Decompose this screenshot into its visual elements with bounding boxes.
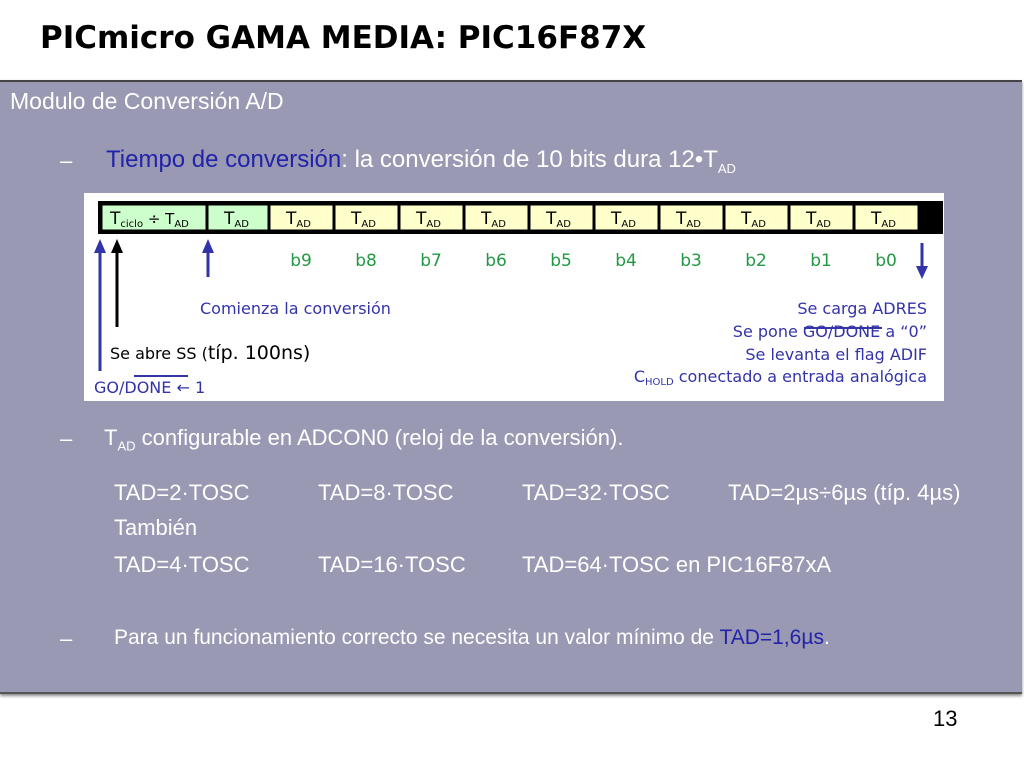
cell-tad-yellow [594,204,659,231]
tad-value: TAD=4·TOSC [114,552,250,577]
cell-tad-label: TAD [285,209,311,230]
chold-label: CHOLD conectado a entrada analógica [634,367,927,388]
bit-label: b8 [355,251,377,271]
cell-tad-yellow [334,204,399,231]
tad-value: TAD=64·TOSC en PIC16F87xA [522,552,832,577]
godone-arrowhead [94,239,106,253]
bit-label: b7 [420,251,442,271]
cell-tad-label: TAD [805,209,831,230]
tad-value: TAD=32·TOSC [522,480,670,505]
timing-svg: Tciclo ÷ TAD TAD TAD TAD TAD TAD TAD TAD TAD TA… [94,201,943,397]
end-arrowhead [916,266,928,279]
cell-tad-label: TAD [610,209,636,230]
ss-arrowhead [111,239,123,253]
cell-tad-label: TAD [415,209,441,230]
se-carga-label: Se carga ADRES [797,299,927,318]
cell-tad-yellow [659,204,724,231]
tad-value: TAD=16·TOSC [318,552,466,577]
cell-tad-label: TAD [223,209,249,230]
godone-label: GO/DONE ← 1 [94,378,205,397]
bit-label: b9 [290,251,312,271]
cell-tciclo-label: Tciclo ÷ TAD [109,209,189,230]
cell-tad-yellow [854,204,919,231]
cell-tad-yellow [789,204,854,231]
se-pone-label: Se pone GO/DONE a “0” [733,322,927,341]
cell-tad-yellow [399,204,464,231]
bullet-sub: AD [717,160,736,176]
cell-tad-label: TAD [675,209,701,230]
se-levanta-label: Se levanta el flag ADIF [745,345,927,364]
conversion-timing-diagram: Tciclo ÷ TAD TAD TAD TAD TAD TAD TAD TAD TAD TA… [84,193,944,401]
page-number: 13 [933,706,958,731]
cell-tad-yellow [269,204,334,231]
cell-tad-label: TAD [740,209,766,230]
bit-label: b4 [615,251,637,271]
slide-title: PICmicro GAMA MEDIA: PIC16F87X [40,20,647,56]
cell-tad-label: TAD [870,209,896,230]
cell-tad-yellow [464,204,529,231]
cell-tad-label: TAD [480,209,506,230]
se-abre-label: Se abre SS (típ. 100ns) [110,342,310,364]
bullet-dash: – [60,426,73,451]
bit-label: b3 [680,251,702,271]
cell-tad-yellow [529,204,594,231]
content-panel: Modulo de Conversión A/D – Tiempo de con… [0,80,1022,694]
bullet-minimum: Para un funcionamiento correcto se neces… [114,626,830,649]
bit-label: b0 [875,251,897,271]
cell-tad-green [207,204,269,231]
cell-tciclo [101,204,207,231]
tambien-label: También [114,515,198,540]
bit-label: b2 [745,251,767,271]
bullet-text: : la conversión de 10 bits dura 12•T [341,146,718,173]
bullet-label: Tiempo de conversión [106,146,342,173]
tad-value: TAD=2·TOSC [114,480,250,505]
cell-tad-yellow [724,204,789,231]
tad-value: TAD=8·TOSC [318,480,454,505]
bullet-dash: – [60,148,73,173]
bullet-tad-config: TAD configurable en ADCON0 (reloj de la … [104,425,624,454]
tad-value: TAD=2µs÷6µs (típ. 4µs) [728,480,961,505]
bit-label: b1 [810,251,832,271]
cell-tad-label: TAD [350,209,376,230]
start-arrowhead [202,239,214,253]
cell-tad-label: TAD [545,209,571,230]
bit-label: b6 [485,251,507,271]
comienza-label: Comienza la conversión [200,299,391,318]
bullet-conversion-time: Tiempo de conversión: la conversión de 1… [106,146,736,176]
section-heading: Modulo de Conversión A/D [10,88,284,114]
bullet-dash: – [60,626,73,651]
bit-label: b5 [550,251,572,271]
